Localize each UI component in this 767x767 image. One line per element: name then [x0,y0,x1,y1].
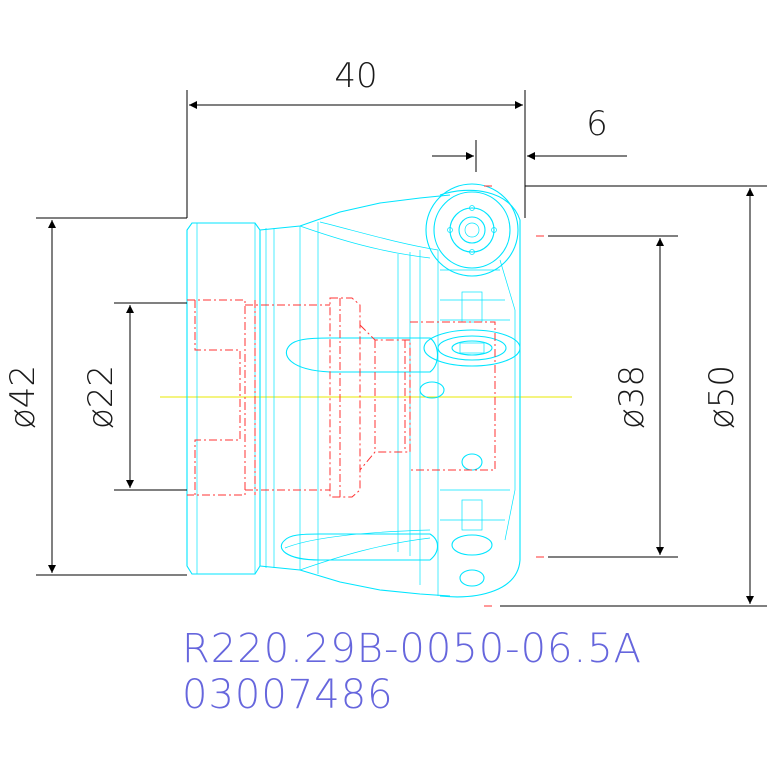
part-number: 03007486 [182,672,394,718]
part-outline [186,183,521,598]
dimension-dia-38-label: ø38 [612,365,652,429]
dimension-6: 6 [432,104,627,186]
part-code: R220.29B-0050-06.5A [182,626,642,672]
dimension-dia-22: ø22 [81,302,187,491]
dimension-40-label: 40 [334,56,377,96]
dimension-6-label: 6 [586,104,608,144]
dimension-40: 40 [36,56,526,219]
dimension-dia-42-label: ø42 [3,365,43,429]
dimension-dia-38: ø38 [548,235,678,558]
reference-ticks [484,185,544,607]
dimension-dia-50-label: ø50 [702,365,742,429]
dimension-dia-22-label: ø22 [81,365,121,429]
dimension-dia-50: ø50 [500,185,767,607]
dimension-dia-42: ø42 [3,220,187,576]
hidden-bore [187,297,496,498]
